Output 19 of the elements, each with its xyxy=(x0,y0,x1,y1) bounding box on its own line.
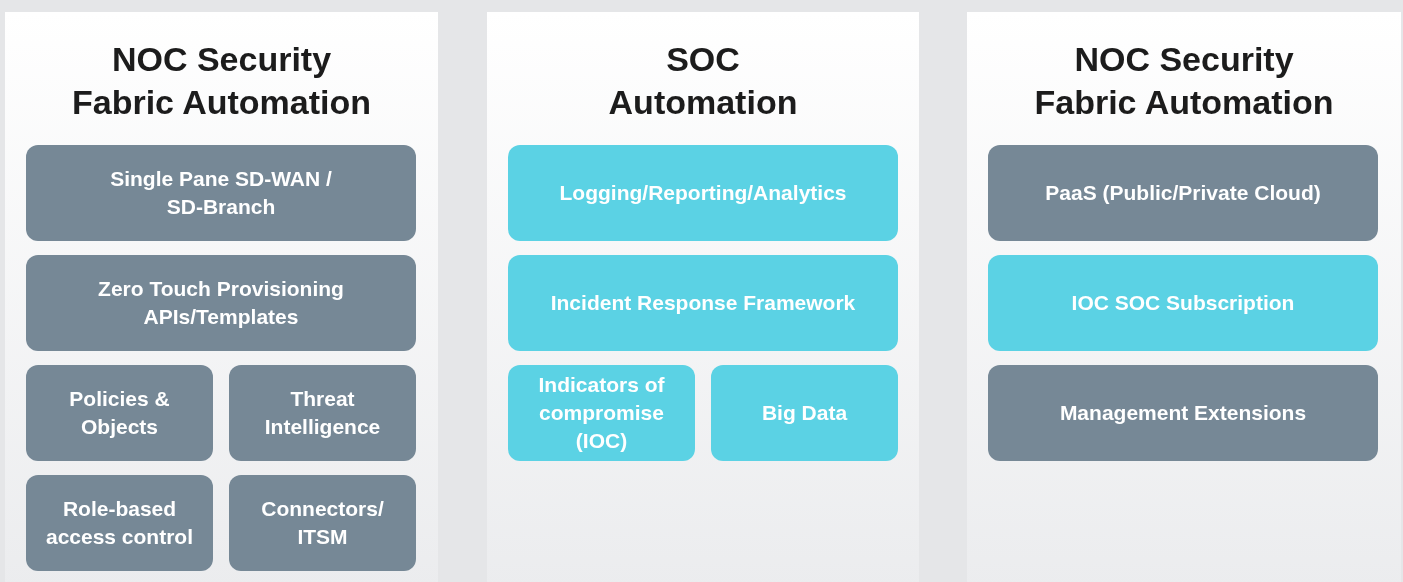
column-panel xyxy=(5,12,438,582)
feature-tile: Incident Response Framework xyxy=(508,255,898,351)
feature-tile: Management Extensions xyxy=(988,365,1378,461)
column-panel xyxy=(487,12,919,582)
feature-tile: Connectors/ ITSM xyxy=(229,475,416,571)
feature-tile: Big Data xyxy=(711,365,898,461)
feature-tile: Logging/Reporting/Analytics xyxy=(508,145,898,241)
feature-tile: Single Pane SD-WAN / SD-Branch xyxy=(26,145,416,241)
feature-tile: Zero Touch Provisioning APIs/Templates xyxy=(26,255,416,351)
column-panel xyxy=(967,12,1401,582)
feature-tile: Indicators of compromise (IOC) xyxy=(508,365,695,461)
feature-tile: IOC SOC Subscription xyxy=(988,255,1378,351)
panel-title: SOC Automation xyxy=(607,39,799,123)
panel-title: NOC Security Fabric Automation xyxy=(1033,39,1335,123)
feature-tile: Threat Intelligence xyxy=(229,365,416,461)
feature-tile: Policies & Objects xyxy=(26,365,213,461)
feature-tile: Role-based access control xyxy=(26,475,213,571)
panel-title: NOC Security Fabric Automation xyxy=(70,39,373,123)
feature-tile: PaaS (Public/Private Cloud) xyxy=(988,145,1378,241)
